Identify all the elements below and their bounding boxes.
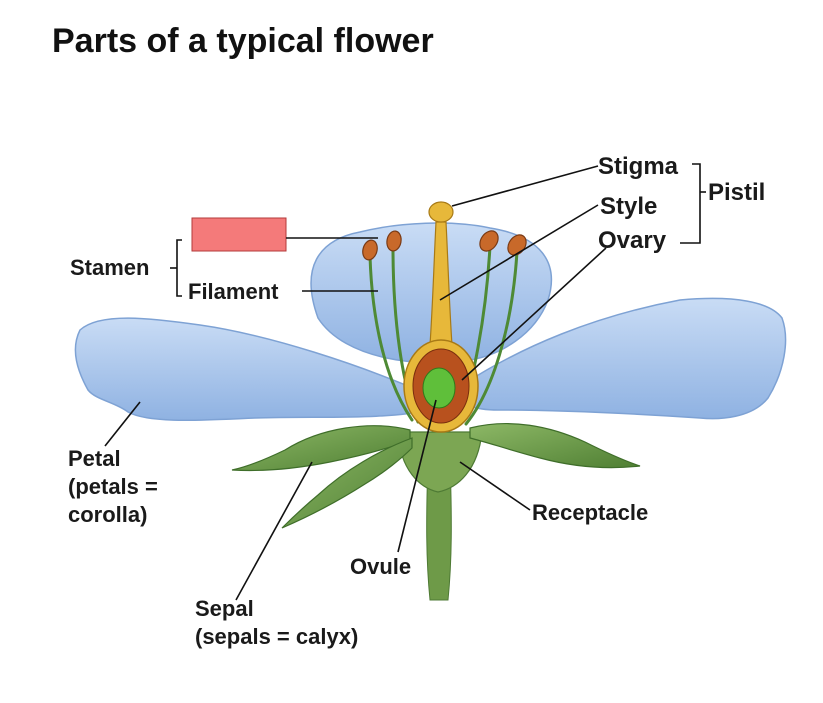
anthers: [362, 230, 527, 261]
sepal-right: [469, 423, 641, 469]
ovary-label: Ovary: [598, 227, 667, 254]
petal-label-line1: Petal: [68, 446, 121, 471]
pistil-label: Pistil: [708, 179, 765, 206]
sepal-left-front: [281, 437, 413, 529]
stigma-shape: [428, 201, 454, 223]
stigma-label: Stigma: [598, 153, 679, 180]
stem: [426, 459, 452, 601]
page-title: Parts of a typical flower: [52, 22, 434, 60]
sepal-label-line1: Sepal: [195, 596, 254, 621]
stamen-label: Stamen: [70, 255, 149, 280]
petal-label-line3: corolla): [68, 502, 147, 527]
left-petal: [74, 317, 432, 421]
petal-label-line2: (petals =: [68, 474, 158, 499]
style-label: Style: [600, 193, 657, 220]
sepal-label-line2: (sepals = calyx): [195, 624, 358, 649]
filament-label: Filament: [188, 279, 279, 304]
right-petal: [450, 297, 787, 420]
ovule-shape: [422, 367, 456, 409]
leader-lines: [104, 163, 706, 601]
ovule-label: Ovule: [350, 554, 411, 579]
receptacle-shape: [397, 431, 483, 493]
receptacle-label: Receptacle: [532, 500, 648, 525]
sepal-left-back: [231, 425, 411, 472]
hidden-label-box: [191, 217, 287, 252]
